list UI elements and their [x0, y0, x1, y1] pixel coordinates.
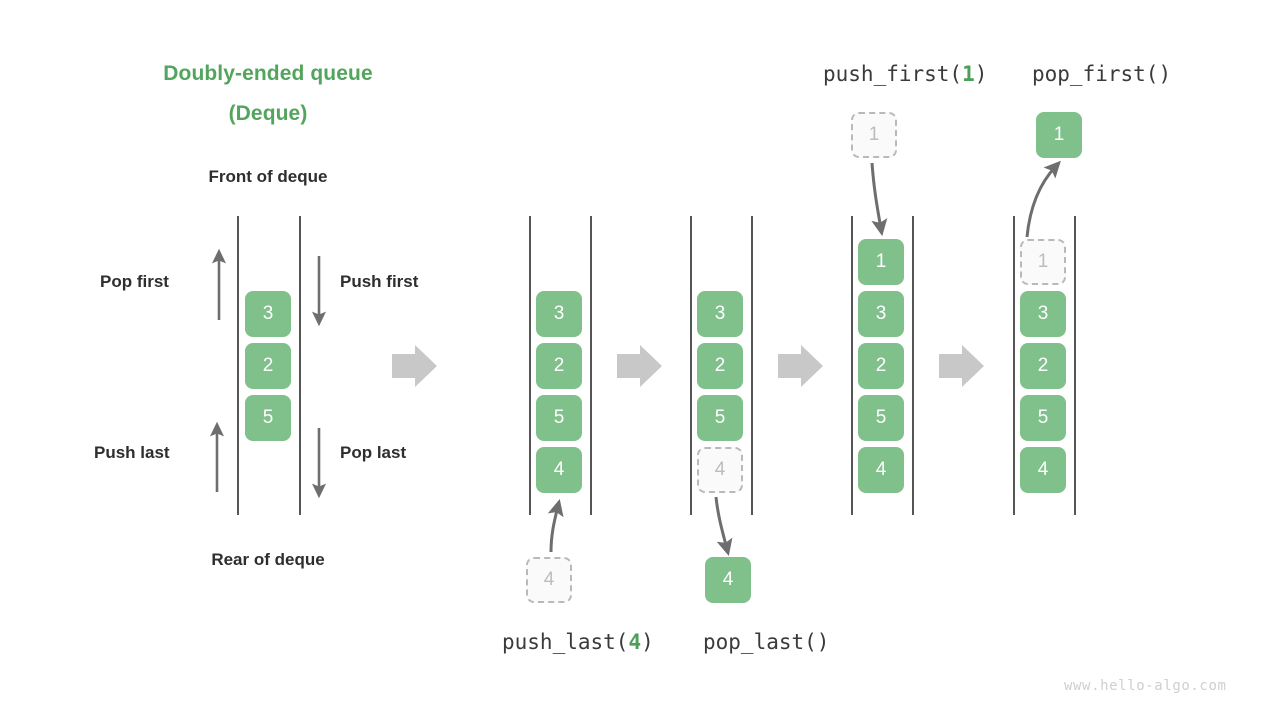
push-last-call-close: )	[641, 630, 654, 654]
page-title-line1: Doubly-ended queue	[163, 62, 373, 85]
deque-rail-right-stage1	[299, 216, 301, 515]
deque-external-cell[interactable]: 4	[705, 557, 751, 603]
deque-cell[interactable]: 2	[536, 343, 582, 389]
page-title-line2: (Deque)	[228, 102, 308, 125]
deque-rail-left-stage3	[690, 216, 692, 515]
push-last-call-name: push_last(	[502, 630, 629, 654]
pop-first-call-close: )	[1158, 62, 1172, 86]
deque-cell[interactable]: 3	[245, 291, 291, 337]
deque-cell[interactable]: 2	[697, 343, 743, 389]
rear-of-deque-label: Rear of deque	[211, 550, 325, 569]
deque-rail-right-stage4	[912, 216, 914, 515]
pop-first-call-name: pop_first(	[1032, 62, 1159, 86]
front-of-deque-label: Front of deque	[208, 167, 328, 186]
push-last-flow-arrow-icon	[547, 499, 564, 553]
deque-cell[interactable]: 2	[245, 343, 291, 389]
deque-cell[interactable]: 2	[858, 343, 904, 389]
deque-cell[interactable]: 3	[858, 291, 904, 337]
push-last-call-arg: 4	[628, 630, 642, 654]
step-arrow-icon	[778, 345, 823, 387]
deque-cell[interactable]: 4	[858, 447, 904, 493]
deque-cell[interactable]: 3	[536, 291, 582, 337]
deque-cell[interactable]: 5	[858, 395, 904, 441]
pop-last-flow-arrow-icon	[714, 496, 733, 556]
pop-first-flow-arrow-icon	[1025, 160, 1061, 238]
push-first-call-arg: 1	[962, 62, 975, 86]
deque-cell[interactable]: 4	[1020, 447, 1066, 493]
push-first-call-label: push_first(1)	[823, 60, 987, 88]
pop-last-call-label: pop_last()	[703, 628, 829, 656]
deque-external-cell[interactable]: 4	[526, 557, 572, 603]
pop-last-call-name: pop_last(	[703, 630, 817, 654]
deque-cell[interactable]: 4	[536, 447, 582, 493]
deque-cell[interactable]: 1	[858, 239, 904, 285]
deque-external-cell[interactable]: 1	[1036, 112, 1082, 158]
push-first-label: Push first	[340, 272, 419, 291]
deque-cell[interactable]: 4	[697, 447, 743, 493]
step-arrow-icon	[939, 345, 984, 387]
deque-rail-left-stage5	[1013, 216, 1015, 515]
deque-rail-left-stage4	[851, 216, 853, 515]
deque-rail-right-stage2	[590, 216, 592, 515]
deque-cell[interactable]: 3	[697, 291, 743, 337]
step-arrow-icon	[392, 345, 437, 387]
deque-cell[interactable]: 2	[1020, 343, 1066, 389]
deque-cell[interactable]: 5	[245, 395, 291, 441]
push-last-call-label: push_last(4)	[502, 628, 654, 656]
watermark: www.hello-algo.com	[1064, 678, 1227, 694]
deque-rail-right-stage5	[1074, 216, 1076, 515]
deque-cell[interactable]: 5	[1020, 395, 1066, 441]
step-arrow-icon	[617, 345, 662, 387]
deque-rail-left-stage2	[529, 216, 531, 515]
push-first-call-name: push_first(	[823, 62, 963, 86]
deque-rail-left-stage1	[237, 216, 239, 515]
deque-cell[interactable]: 1	[1020, 239, 1066, 285]
deque-cell[interactable]: 5	[697, 395, 743, 441]
pop-first-label: Pop first	[100, 272, 169, 291]
deque-rail-right-stage3	[751, 216, 753, 515]
push-first-call-close: )	[974, 62, 988, 86]
deque-external-cell[interactable]: 1	[851, 112, 897, 158]
push-first-flow-arrow-icon	[870, 162, 888, 237]
push-last-label: Push last	[94, 443, 170, 462]
deque-cell[interactable]: 5	[536, 395, 582, 441]
pop-last-label: Pop last	[340, 443, 407, 462]
pop-first-call-label: pop_first()	[1032, 60, 1171, 88]
deque-cell[interactable]: 3	[1020, 291, 1066, 337]
pop-last-call-close: )	[816, 630, 830, 654]
